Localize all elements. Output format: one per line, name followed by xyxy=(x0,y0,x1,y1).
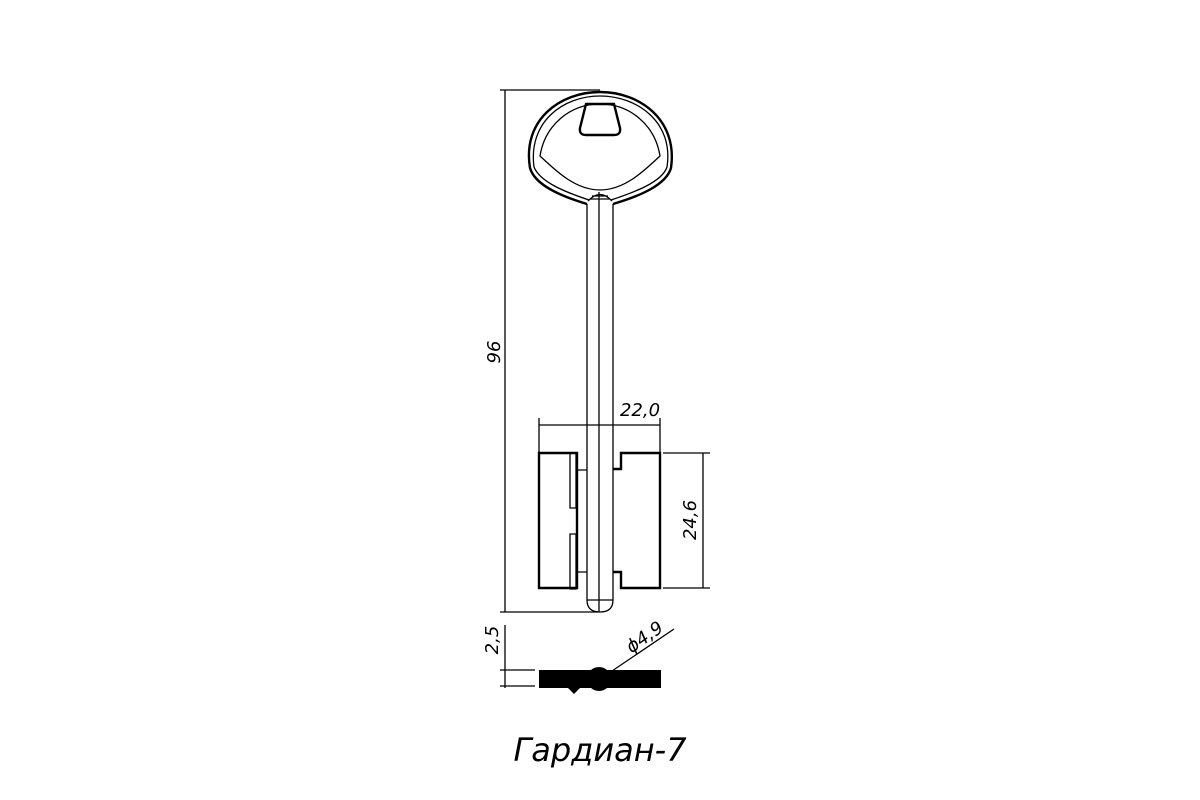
key-bit xyxy=(537,451,662,590)
bit-width-dimension: 22,0 xyxy=(538,400,661,453)
key-bow xyxy=(527,90,674,206)
thickness-dimension: 2,5 xyxy=(482,625,535,688)
bit-height-label: 24,6 xyxy=(680,500,701,540)
length-dimension: 96 xyxy=(484,89,600,613)
cross-section: ϕ4,9 xyxy=(539,617,675,694)
length-label: 96 xyxy=(484,341,505,364)
bit-height-dimension: 24,6 xyxy=(663,452,710,589)
key-stem xyxy=(586,192,614,613)
thickness-label: 2,5 xyxy=(482,626,503,655)
bit-width-label: 22,0 xyxy=(620,400,660,421)
diameter-label: ϕ4,9 xyxy=(622,617,667,657)
drawing-title: Гардиан-7 xyxy=(513,731,687,769)
